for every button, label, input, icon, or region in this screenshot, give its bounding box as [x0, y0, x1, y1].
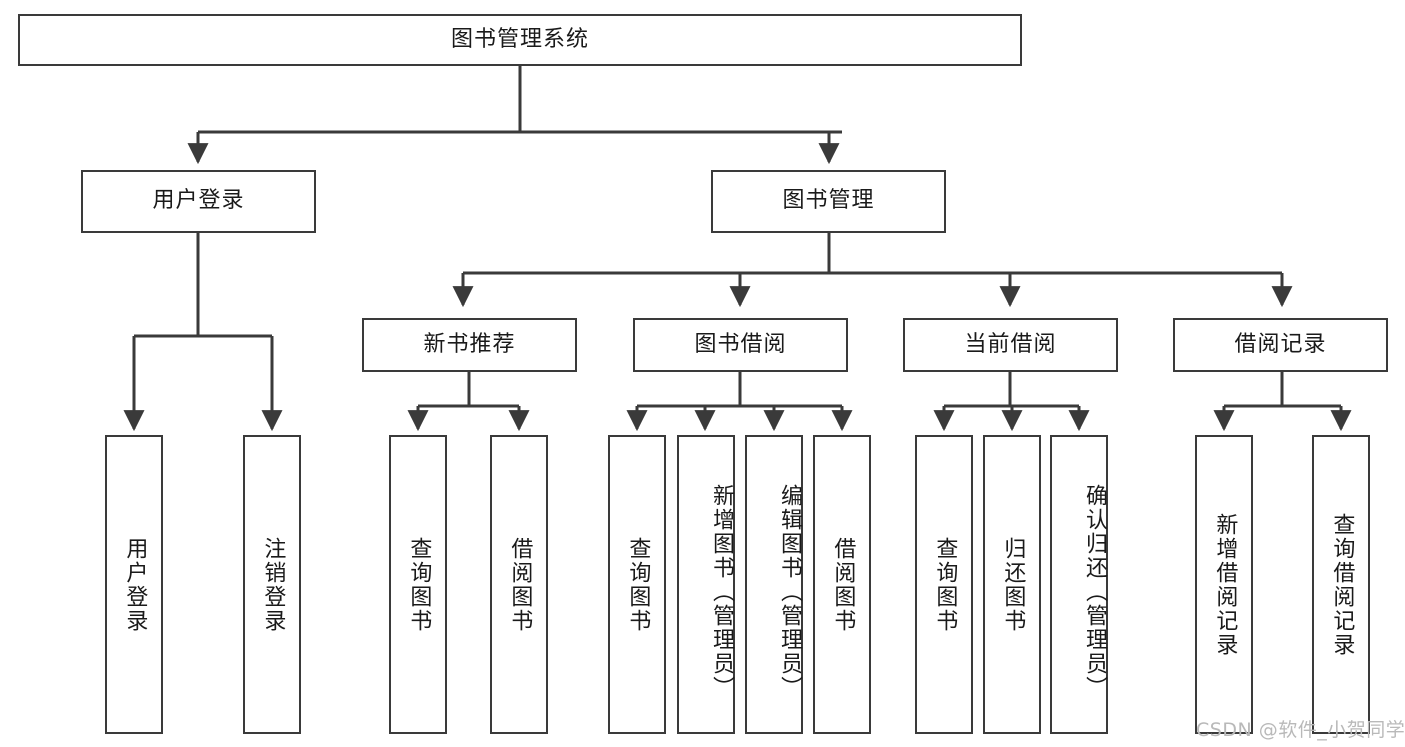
node-book-management[interactable]: 图书管理 — [711, 170, 946, 233]
node-leaf-user-login[interactable]: 用户登录 — [105, 435, 163, 734]
node-user-login[interactable]: 用户登录 — [81, 170, 316, 233]
node-root[interactable]: 图书管理系统 — [18, 14, 1022, 66]
node-book-borrow[interactable]: 图书借阅 — [633, 318, 848, 372]
node-leaf-return-book[interactable]: 归还图书 — [983, 435, 1041, 734]
node-leaf-query-book-2[interactable]: 查询图书 — [608, 435, 666, 734]
node-new-book-recommend[interactable]: 新书推荐 — [362, 318, 577, 372]
node-leaf-confirm-return[interactable]: 确认归还（管理员） — [1050, 435, 1108, 734]
node-current-borrow[interactable]: 当前借阅 — [903, 318, 1118, 372]
node-leaf-borrow-book-2[interactable]: 借阅图书 — [813, 435, 871, 734]
node-leaf-query-book-3[interactable]: 查询图书 — [915, 435, 973, 734]
node-leaf-query-book-1[interactable]: 查询图书 — [389, 435, 447, 734]
node-leaf-add-record[interactable]: 新增借阅记录 — [1195, 435, 1253, 734]
node-leaf-user-logout[interactable]: 注销登录 — [243, 435, 301, 734]
node-leaf-edit-book[interactable]: 编辑图书（管理员） — [745, 435, 803, 734]
node-leaf-add-book[interactable]: 新增图书（管理员） — [677, 435, 735, 734]
node-borrow-record[interactable]: 借阅记录 — [1173, 318, 1388, 372]
node-leaf-query-record[interactable]: 查询借阅记录 — [1312, 435, 1370, 734]
node-leaf-borrow-book-1[interactable]: 借阅图书 — [490, 435, 548, 734]
